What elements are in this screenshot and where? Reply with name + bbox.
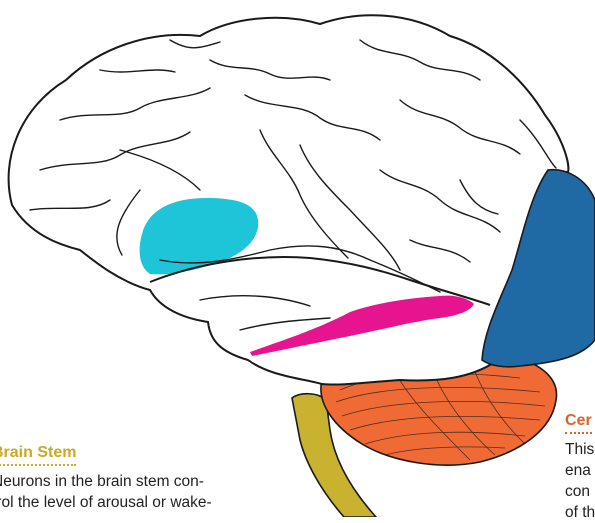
brain-stem-text-line-2: trol the level of arousal or wake- [0,492,212,513]
cerebellum-text-line-2: ena [565,460,595,481]
brain-stem-title: Brain Stem [0,444,76,466]
cerebellum-title: Cer [565,412,592,434]
brain-stem-label: Brain Stem Neurons in the brain stem con… [0,444,212,513]
brain-stem-text-line-1: Neurons in the brain stem con- [0,471,212,492]
cerebellum-text-line-4: of th [565,502,595,523]
cerebellum-text-line-1: This [565,439,595,460]
cerebellum-label: Cer This ena con of th [565,412,595,523]
cerebrum-shape[interactable] [9,15,569,384]
cerebellum-text-line-3: con [565,481,595,502]
